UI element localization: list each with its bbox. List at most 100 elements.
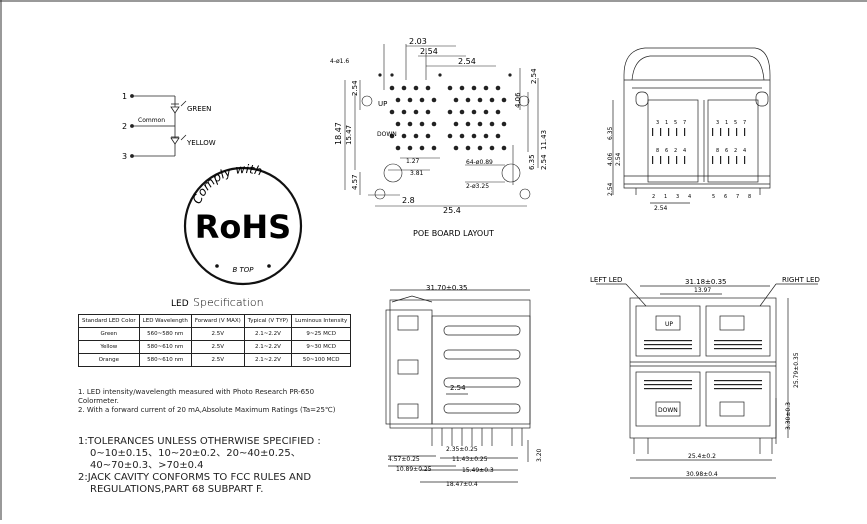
pin-1-label: 1 [122, 92, 127, 101]
sv-dim-1847: 18.47±0.4 [446, 481, 478, 488]
pcb-hole-16: 4-ø1.6 [330, 58, 349, 65]
tolerance-line-5: REGULATIONS,PART 68 SUBPART F. [90, 484, 264, 495]
rohs-main-text: RoHS [195, 208, 291, 246]
fv-pin-top-2: 5 [674, 120, 677, 126]
fv-pin-bot-0: 8 [656, 148, 659, 154]
led-notes: 1. LED intensity/wavelength measured wit… [78, 388, 348, 415]
rohs-top-text: Comply with [190, 162, 264, 206]
pcb-dim-457: 4.57 [351, 174, 359, 190]
rohs-seal: Comply with RoHS B TOP [183, 162, 303, 286]
led-spec-cell: 2.1~2.2V [243, 327, 293, 341]
fv-bottom-num-1: 1 [664, 194, 667, 200]
pcb-layout [344, 44, 539, 207]
fv-dim-254b: 2.54 [615, 152, 622, 166]
pcb-dim-28: 2.8 [402, 196, 415, 205]
pcb-dim-406: 4.06 [514, 92, 522, 108]
fv-pin-bot-r0: 8 [716, 148, 719, 154]
sv-dim-1143: 11.43±0.25 [452, 456, 488, 463]
fv-bottom-num-3: 4 [688, 194, 691, 200]
tv-dim-254: 25.4±0.2 [688, 453, 716, 460]
led-spec-cell: 50~100 MCD [291, 353, 352, 367]
fv-pin-bot-r1: 6 [725, 148, 728, 154]
led-spec-cell: 2.5V [190, 340, 245, 354]
pcb-dim-381: 3.81 [410, 170, 424, 177]
fv-dim-254c: 2.54 [607, 182, 614, 196]
tv-right-led: RIGHT LED [782, 276, 820, 284]
pcb-hole-325: 2-ø3.25 [466, 183, 489, 190]
tv-dim-2579: 25.79±0.35 [793, 352, 800, 388]
fv-bottom-num-6: 7 [736, 194, 739, 200]
led-spec-cell: 2.1~2.2V [243, 340, 293, 354]
pcb-dim-254b: 2.54 [458, 57, 476, 66]
pcb-dim-254c: 2.54 [351, 80, 359, 96]
pcb-up-label: UP [378, 100, 387, 108]
top-view [596, 283, 818, 479]
fv-pin-bot-r3: 4 [743, 148, 746, 154]
pcb-dim-254: 25.4 [443, 206, 461, 215]
tv-dim-330: 3.30±0.3 [785, 402, 792, 430]
tolerance-line-2: 0~10±0.15、10~20±0.2、20~40±0.25、 [90, 448, 301, 459]
pcb-dim-1547: 15.47 [345, 125, 353, 145]
sv-dim-254: 2.54 [450, 384, 466, 392]
led-spec-cell: Green [78, 327, 140, 341]
pin-2-label: 2 [122, 122, 127, 131]
led-spec-cell: 2.5V [190, 353, 245, 367]
sv-dim-1089: 10.89±0.25 [396, 466, 432, 473]
led-spec-cell: 580~610 nm [138, 340, 192, 354]
fv-pin-bot-2: 2 [674, 148, 677, 154]
side-view [385, 289, 531, 483]
front-view [612, 47, 771, 204]
led-spec-cell: 2.5V [190, 327, 245, 341]
led-spec-cell: 9~30 MCD [291, 340, 352, 354]
tv-dim-3098: 30.98±0.4 [686, 471, 718, 478]
fv-pin-bot-3: 4 [683, 148, 686, 154]
pcb-dim-1143: 11.43 [540, 130, 548, 150]
fv-pin-top-r2: 5 [734, 120, 737, 126]
pcb-hole-089: 64-ø0.89 [466, 159, 493, 166]
pcb-dim-254a: 2.54 [420, 47, 438, 56]
led-spec-cell: 2.1~2.2V [243, 353, 293, 367]
fv-dim-254a: 2.54 [654, 205, 668, 212]
led-note-2: 2. With a forward current of 20 mA,Absol… [78, 406, 336, 414]
fv-dim-406: 4.06 [607, 152, 614, 166]
led-spec-row: Orange 580~610 nm 2.5V 2.1~2.2V 50~100 M… [78, 353, 352, 367]
led-spec-header: Forward (V MAX) [190, 314, 245, 328]
pcb-dim-203: 2.03 [409, 37, 427, 46]
led-spec-row: Yellow 580~610 nm 2.5V 2.1~2.2V 9~30 MCD [78, 340, 352, 354]
led-spec-header: LED Wavelength [138, 314, 192, 328]
led-spec-row: Green 560~580 nm 2.5V 2.1~2.2V 9~25 MCD [78, 327, 352, 341]
led-spec-cell: Yellow [78, 340, 140, 354]
pcb-dim-254e: 2.54 [540, 154, 548, 170]
fv-pin-top-r0: 3 [716, 120, 719, 126]
led-spec-table: Standard LED Color LED Wavelength Forwar… [78, 314, 352, 367]
led-spec-cell: 560~580 nm [138, 327, 192, 341]
led-spec-title-1: LED [171, 299, 189, 309]
sv-dim-235: 2.35±0.25 [446, 446, 478, 453]
yellow-label: YELLOW [186, 139, 216, 147]
sv-dim-3170: 31.70±0.35 [426, 284, 468, 292]
pcb-down-label: DOWN [377, 131, 397, 138]
led-spec-header: Standard LED Color [78, 314, 140, 328]
fv-bottom-num-7: 8 [748, 194, 751, 200]
fv-bottom-num-4: 5 [712, 194, 715, 200]
led-spec-title-2: Specification [193, 296, 264, 309]
sv-dim-457: 4.57±0.25 [388, 456, 420, 463]
fv-bottom-num-0: 2 [652, 194, 655, 200]
led-spec-cell: 580~610 nm [138, 353, 192, 367]
pcb-dim-635: 6.35 [528, 154, 536, 170]
tolerance-line-1: 1:TOLERANCES UNLESS OTHERWISE SPECIFIED … [78, 436, 321, 447]
tolerance-line-3: 40~70±0.3、>70±0.4 [90, 460, 204, 471]
fv-dim-635: 6.35 [607, 126, 614, 140]
front-view-contacts [652, 128, 746, 164]
tv-up-label: UP [665, 321, 673, 328]
led-spec-header: Typical (V TYP) [243, 314, 293, 328]
led-spec-cell: Orange [78, 353, 140, 367]
tv-left-led: LEFT LED [590, 276, 622, 284]
tolerance-notes: 1:TOLERANCES UNLESS OTHERWISE SPECIFIED … [78, 436, 348, 496]
tv-dim-1397: 13.97 [694, 287, 711, 294]
fv-pin-top-r3: 7 [743, 120, 746, 126]
pcb-dim-1847: 18.47 [334, 122, 343, 145]
fv-pin-bot-1: 6 [665, 148, 668, 154]
fv-bottom-num-2: 3 [676, 194, 679, 200]
